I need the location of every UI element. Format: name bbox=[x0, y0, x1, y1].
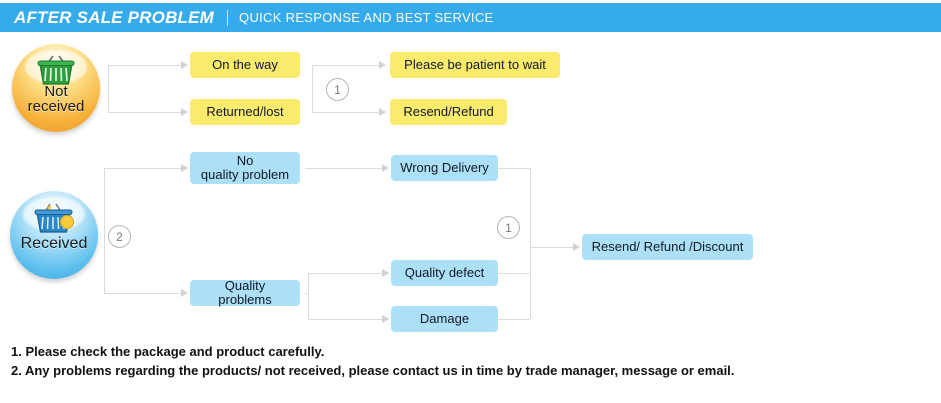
note-1: 1. Please check the package and product … bbox=[11, 344, 325, 359]
box-returned-lost[interactable]: Returned/lost bbox=[190, 99, 300, 125]
box-on-the-way[interactable]: On the way bbox=[190, 52, 300, 78]
header-divider bbox=[227, 9, 229, 26]
connector-mid-vertical-upper bbox=[312, 65, 313, 112]
connector-received-split-vertical bbox=[104, 168, 105, 293]
connector-merge-quality-defect bbox=[498, 273, 530, 274]
connector-to-resend-refund bbox=[312, 112, 380, 113]
arrow-to-patient-wait bbox=[379, 61, 386, 69]
shopping-basket-icon bbox=[29, 200, 79, 245]
page-title: AFTER SALE PROBLEM bbox=[14, 7, 215, 27]
box-quality-defect[interactable]: Quality defect bbox=[391, 260, 498, 286]
badge-not-received-label: Not received bbox=[27, 83, 85, 115]
badge-received-label: Received bbox=[20, 235, 88, 252]
arrow-to-quality-problems bbox=[181, 289, 188, 297]
connector-split-vertical bbox=[108, 65, 109, 112]
connector-to-on-the-way bbox=[108, 65, 182, 66]
badge-not-received: Not received bbox=[12, 44, 100, 132]
connector-quality-split-vertical bbox=[308, 273, 309, 319]
connector-to-wrong-delivery bbox=[305, 168, 383, 169]
connector-to-outcome bbox=[530, 247, 574, 248]
arrow-to-wrong-delivery bbox=[382, 164, 389, 172]
box-no-quality-problem[interactable]: No quality problem bbox=[190, 152, 300, 184]
connector-to-no-quality-problem bbox=[104, 168, 182, 169]
box-resend-refund-discount[interactable]: Resend/ Refund /Discount bbox=[582, 234, 753, 260]
arrow-to-quality-defect bbox=[382, 269, 389, 277]
connector-to-quality-defect bbox=[308, 273, 383, 274]
arrow-to-outcome bbox=[573, 243, 580, 251]
arrow-to-damage bbox=[382, 315, 389, 323]
arrow-to-on-the-way bbox=[181, 61, 188, 69]
arrow-to-resend-refund bbox=[379, 108, 386, 116]
badge-received: Received bbox=[10, 191, 98, 279]
connector-quality-stub bbox=[305, 293, 309, 294]
arrow-to-no-quality-problem bbox=[181, 164, 188, 172]
box-please-be-patient-to-wait[interactable]: Please be patient to wait bbox=[390, 52, 560, 78]
marker-received-2: 2 bbox=[108, 225, 131, 248]
shopping-basket-icon bbox=[33, 53, 79, 94]
box-quality-problems[interactable]: Quality problems bbox=[190, 279, 300, 307]
arrow-to-returned-lost bbox=[181, 108, 188, 116]
marker-merge-1: 1 bbox=[497, 216, 520, 239]
note-2: 2. Any problems regarding the products/ … bbox=[11, 363, 735, 378]
connector-merge-damage bbox=[498, 319, 530, 320]
connector-to-patient-wait bbox=[312, 65, 380, 66]
header-subtitle: QUICK RESPONSE AND BEST SERVICE bbox=[239, 10, 494, 25]
connector-merge-wrong-delivery bbox=[498, 168, 530, 169]
connector-to-returned-lost bbox=[108, 112, 182, 113]
box-damage[interactable]: Damage bbox=[391, 306, 498, 332]
footer-notes: 1. Please check the package and product … bbox=[11, 342, 921, 380]
connector-to-quality-problems bbox=[104, 293, 182, 294]
header-bar: AFTER SALE PROBLEM QUICK RESPONSE AND BE… bbox=[0, 3, 941, 32]
connector-merge-vertical bbox=[530, 168, 531, 319]
box-resend-refund[interactable]: Resend/Refund bbox=[390, 99, 507, 125]
connector-to-damage bbox=[308, 319, 383, 320]
box-wrong-delivery[interactable]: Wrong Delivery bbox=[391, 155, 498, 181]
marker-upper-1: 1 bbox=[326, 78, 349, 101]
